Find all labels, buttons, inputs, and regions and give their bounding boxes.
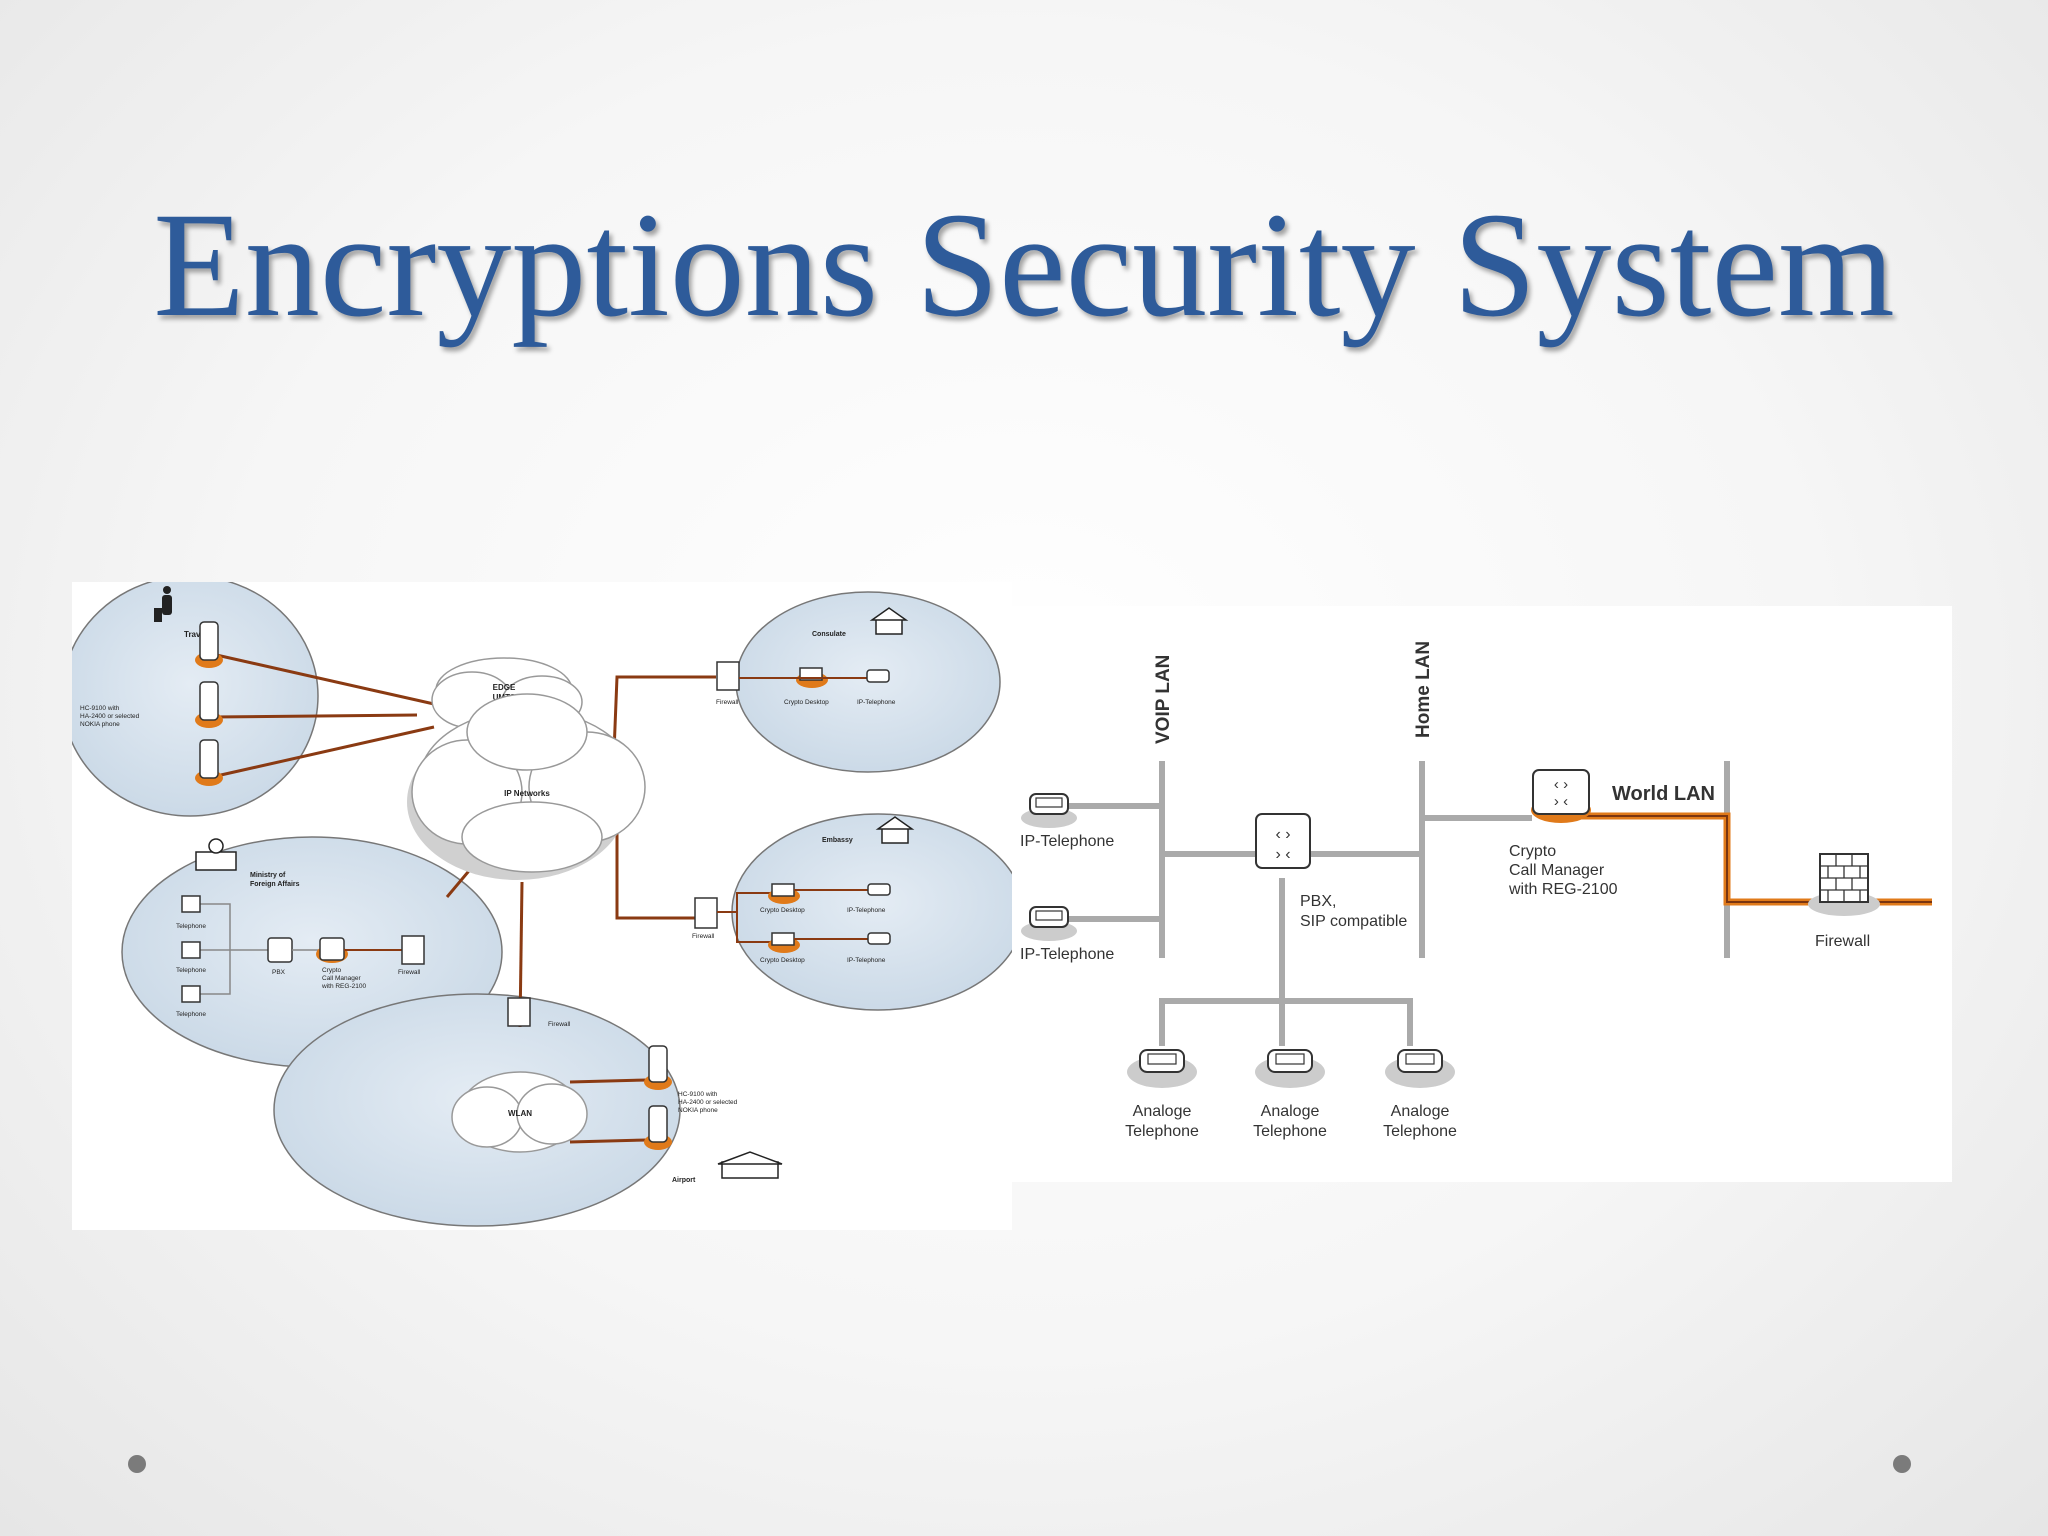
ministry-label-1: Ministry of xyxy=(250,872,286,879)
world-lan-label: World LAN xyxy=(1612,783,1715,805)
ip-telephone-icon xyxy=(1021,793,1077,828)
ministry-building-icon xyxy=(195,838,237,871)
network-diagram-panel: EDGE UMTS IP Networks WLAN Traveller HC-… xyxy=(61,575,1025,1230)
embassy-firewall-label: Firewall xyxy=(692,933,715,940)
embassy-building-icon xyxy=(875,816,915,844)
airport-phone-label-2: HA-2400 or selected xyxy=(678,1099,738,1106)
traveller-phone-label-1: HC-9100 with xyxy=(80,705,120,712)
svg-text:› ‹: › ‹ xyxy=(1554,793,1568,810)
consulate-label: Consulate xyxy=(812,631,846,638)
world-lan-link-core xyxy=(1582,815,1932,903)
embassy-ipphone-label-2: IP-Telephone xyxy=(847,957,886,964)
voip-lan-label: VOIP LAN xyxy=(1153,655,1174,744)
edge-label-1: EDGE xyxy=(493,683,516,692)
ministry-crypto-label-3: with REG-2100 xyxy=(321,983,366,990)
embassy-ipphone-label-1: IP-Telephone xyxy=(847,907,886,914)
pbx-label-1: PBX, xyxy=(1300,893,1336,910)
analog-telephone-label-1a: Analoge xyxy=(1133,1103,1192,1120)
consulate-firewall-label: Firewall xyxy=(716,699,739,706)
traveller-mobile-phones xyxy=(195,621,223,786)
embassy-crypto-label-1: Crypto Desktop xyxy=(760,907,805,914)
ip-telephone-icon xyxy=(1021,906,1077,941)
embassy-crypto-label-2: Crypto Desktop xyxy=(760,957,805,964)
analog-telephone-icon xyxy=(1385,1049,1455,1088)
home-lan-label: Home LAN xyxy=(1413,641,1434,738)
traveller-person-icon xyxy=(154,586,172,622)
crypto-label-2: Call Manager xyxy=(1509,862,1605,879)
ministry-crypto-label-2: Call Manager xyxy=(322,975,361,982)
crypto-call-manager-icon: ‹ › › ‹ xyxy=(1531,769,1591,823)
analog-telephone-label-2b: Telephone xyxy=(1253,1123,1327,1140)
airport-terminal-icon xyxy=(717,1151,783,1179)
ministry-tel-label-1: Telephone xyxy=(176,923,206,930)
ministry-crypto-label-1: Crypto xyxy=(322,967,342,974)
world-lan-link xyxy=(1582,812,1932,906)
ministry-tel-label-2: Telephone xyxy=(176,967,206,974)
lan-topology-diagram: VOIP LAN Home LAN World LAN IP-Telephone… xyxy=(1020,641,1932,1140)
ip-networks-cloud xyxy=(407,693,646,880)
svg-text:‹ ›: ‹ › xyxy=(1554,776,1568,793)
traveller-zone xyxy=(61,575,319,817)
firewall-label: Firewall xyxy=(1815,933,1870,950)
ministry-firewall-label: Firewall xyxy=(398,969,421,976)
wlan-label: WLAN xyxy=(508,1109,532,1118)
traveller-phone-label-2: HA-2400 or selected xyxy=(80,713,140,720)
ip-telephone-label-2: IP-Telephone xyxy=(1020,946,1114,963)
airport-phone-label-3: NOKIA phone xyxy=(678,1107,718,1114)
embassy-label: Embassy xyxy=(822,837,853,844)
analog-telephone-icon xyxy=(1255,1049,1325,1088)
consulate-devices xyxy=(716,661,890,691)
analog-telephone-label-2a: Analoge xyxy=(1261,1103,1320,1120)
analog-telephone-label-1b: Telephone xyxy=(1125,1123,1199,1140)
analog-telephone-label-3b: Telephone xyxy=(1383,1123,1457,1140)
svg-text:‹ ›: ‹ › xyxy=(1275,826,1290,843)
ip-telephone-label-1: IP-Telephone xyxy=(1020,833,1114,850)
airport-firewall-label: Firewall xyxy=(548,1021,571,1028)
consulate-ipphone-label: IP-Telephone xyxy=(857,699,896,706)
network-overview-diagram: EDGE UMTS IP Networks WLAN Traveller HC-… xyxy=(61,575,1025,1227)
lan-diagram-panel: VOIP LAN Home LAN World LAN IP-Telephone… xyxy=(1012,606,1952,1182)
airport-mobile-phones xyxy=(644,1045,672,1150)
pbx-switch-icon: ‹ › › ‹ xyxy=(1255,813,1311,869)
svg-text:› ‹: › ‹ xyxy=(1275,846,1290,863)
analog-telephone-label-3a: Analoge xyxy=(1391,1103,1450,1120)
ministry-pbx-label: PBX xyxy=(272,969,286,976)
slide-corner-dot-right xyxy=(1893,1455,1911,1473)
slide-title: Encryptions Security System xyxy=(153,182,1895,348)
firewall-icon xyxy=(1808,853,1880,916)
embassy-devices xyxy=(694,883,891,953)
traveller-phone-label-3: NOKIA phone xyxy=(80,721,120,728)
airport-firewall-icon xyxy=(507,997,531,1027)
slide-corner-dot-left xyxy=(128,1455,146,1473)
airport-phone-label-1: HC-9100 with xyxy=(678,1091,718,1098)
consulate-crypto-label: Crypto Desktop xyxy=(784,699,829,706)
ip-networks-label: IP Networks xyxy=(504,789,550,798)
wlan-cloud xyxy=(451,1071,588,1153)
consulate-building-icon xyxy=(869,607,909,635)
analog-telephone-icon xyxy=(1127,1049,1197,1088)
ministry-label-2: Foreign Affairs xyxy=(250,881,300,888)
crypto-label-1: Crypto xyxy=(1509,843,1556,860)
airport-label: Airport xyxy=(672,1177,696,1184)
pbx-label-2: SIP compatible xyxy=(1300,913,1407,930)
ministry-devices xyxy=(181,895,425,1003)
ministry-tel-label-3: Telephone xyxy=(176,1011,206,1018)
crypto-label-3: with REG-2100 xyxy=(1508,881,1618,898)
